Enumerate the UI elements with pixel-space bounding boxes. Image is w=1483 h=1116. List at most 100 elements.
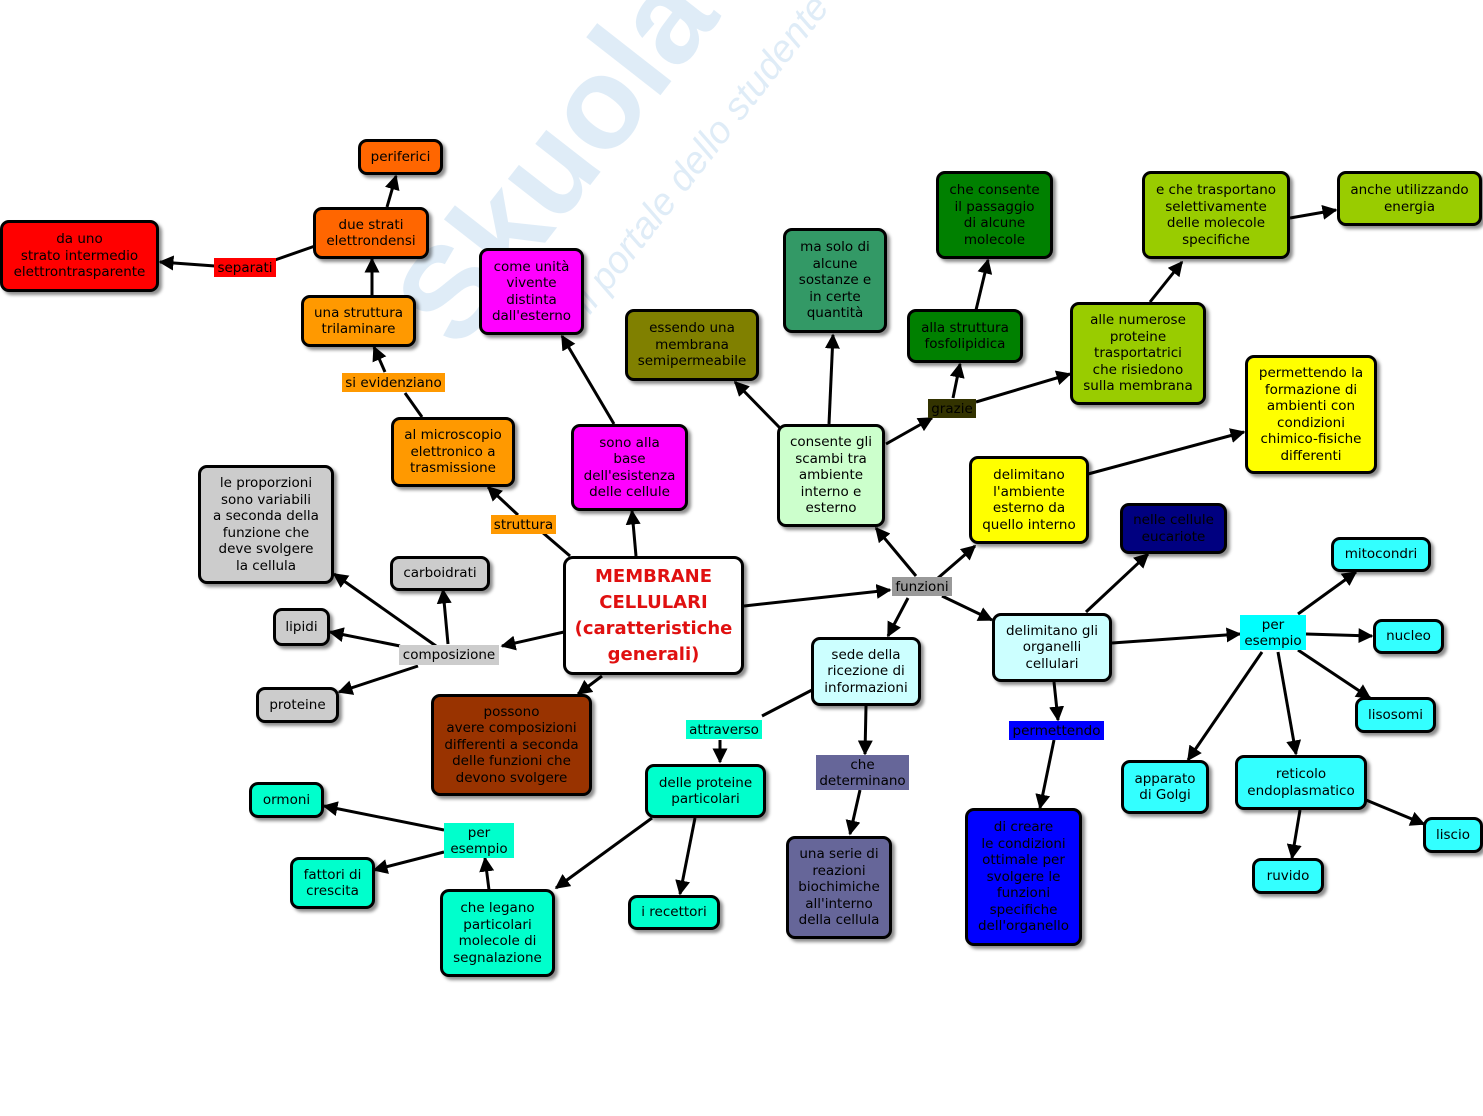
concept-energia[interactable]: anche utilizzando energia — [1337, 171, 1482, 226]
edge-fosfolipidica-passaggio — [974, 258, 993, 311]
concept-liscio[interactable]: liscio — [1423, 817, 1483, 853]
edge-determinano-reazioni — [845, 789, 862, 836]
link-composizione: composizione — [399, 645, 499, 665]
edge-funzioni-organelli — [941, 594, 994, 622]
edge-duestrati-periferici — [385, 174, 400, 208]
edge-peresempio-golgi — [1186, 651, 1264, 762]
edge-separati-strato — [158, 255, 216, 271]
edge-composizione-carboidrati — [436, 588, 452, 645]
concept-nucleo[interactable]: nucleo — [1373, 619, 1444, 654]
concept-formazione-ambienti[interactable]: permettendo la formazione di ambienti co… — [1245, 355, 1377, 474]
edge-grazie-fosfolipidica — [949, 362, 965, 399]
concept-periferici[interactable]: periferici — [358, 139, 443, 175]
edge-peresempio-nucleo — [1305, 628, 1374, 644]
concept-membrane-cellulari[interactable]: MEMBRANE CELLULARI (caratteristiche gene… — [563, 556, 744, 675]
concept-sostanze[interactable]: ma solo di alcune sostanze e in certe qu… — [783, 228, 887, 333]
edge-funzioni-scambi — [874, 526, 918, 577]
edge-ricezione-determinano — [857, 705, 873, 756]
concept-passaggio[interactable]: che consente il passaggio di alcune mole… — [936, 171, 1053, 259]
concept-carboidrati[interactable]: carboidrati — [390, 556, 490, 591]
concept-delimitano-ambiente[interactable]: delimitano l'ambiente esterno da quello … — [969, 456, 1089, 544]
concept-semipermeabile[interactable]: essendo una membrana semipermeabile — [625, 309, 759, 381]
edge-evidenziano-trilaminare — [372, 345, 387, 373]
concept-proteine-trasportatrici[interactable]: alle numerose proteine trasportatrici ch… — [1070, 302, 1206, 405]
edge-trasportano-energia — [1289, 204, 1338, 220]
edge-center-composizione — [500, 630, 565, 651]
link-struttura: struttura — [491, 515, 556, 534]
edge-funzioni-ricezione — [886, 597, 910, 638]
edge-peresempio-lisosomi — [1297, 648, 1372, 700]
link-che-determinano: che determinano — [816, 755, 909, 790]
edge-scambi-grazie — [885, 416, 934, 446]
edge-scambi-semipermeabile — [733, 380, 782, 430]
edge-center-struttura — [541, 530, 571, 558]
concept-lipidi[interactable]: lipidi — [273, 608, 330, 646]
concept-fosfolipidica[interactable]: alla struttura fosfolipidica — [907, 309, 1023, 363]
concept-legano[interactable]: che legano particolari molecole di segna… — [440, 889, 555, 977]
edge-organelli-permettendo — [1049, 681, 1065, 722]
concept-reazioni[interactable]: una serie di reazioni biochimiche all'in… — [786, 836, 892, 939]
concept-microscopio[interactable]: al microscopio elettronico a trasmission… — [391, 417, 515, 487]
edge-microscopio-evidenziano — [403, 392, 424, 418]
concept-organelli[interactable]: delimitano gli organelli cellulari — [992, 613, 1112, 682]
edge-reticolo-liscio — [1365, 798, 1426, 826]
concept-recettori[interactable]: i recettori — [628, 895, 720, 930]
concept-proteine-particolari[interactable]: delle proteine particolari — [645, 764, 766, 818]
link-si-evidenziano: si evidenziano — [342, 373, 445, 392]
edge-organelli-peresempio — [1111, 627, 1242, 645]
edge-scambi-sostanze — [824, 333, 840, 425]
edge-center-base — [625, 509, 641, 557]
edge-ricezione-attraverso — [761, 688, 813, 718]
concept-scambi[interactable]: consente gli scambi tra ambiente interno… — [777, 424, 885, 527]
edge-permettendo-condizioni — [1035, 739, 1056, 810]
edge-reticolo-ruvido — [1286, 809, 1302, 860]
edge-trasportatrici-trasportano — [1148, 260, 1184, 303]
concept-lisosomi[interactable]: lisosomi — [1355, 697, 1436, 733]
edge-grazie-trasportatrici — [975, 370, 1072, 404]
edge-composizione-proteine — [337, 664, 419, 695]
concept-mitocondri[interactable]: mitocondri — [1331, 537, 1431, 572]
edge-legano-peresempio — [479, 856, 495, 891]
edge-funzioni-delimitano — [937, 544, 977, 580]
link-attraverso: attraverso — [686, 720, 762, 739]
edge-duestrati-separati — [274, 244, 316, 262]
link-grazie: grazie — [928, 399, 976, 418]
edge-organelli-eucariote — [1084, 552, 1150, 614]
concept-proporzioni[interactable]: le proporzioni sono variabili a seconda … — [198, 465, 334, 584]
concept-fattori-crescita[interactable]: fattori di crescita — [290, 857, 375, 909]
concept-ruvido[interactable]: ruvido — [1252, 858, 1324, 894]
edge-struttura-microscopio — [486, 485, 520, 517]
link-per-esempio-organelli: per esempio — [1240, 615, 1306, 650]
concept-golgi[interactable]: apparato di Golgi — [1121, 760, 1209, 814]
link-funzioni: funzioni — [892, 577, 952, 596]
concept-unita-vivente[interactable]: come unità vivente distinta dall'esterno — [479, 248, 584, 335]
concept-ricezione[interactable]: sede della ricezione di informazioni — [811, 637, 921, 706]
link-per-esempio-segnali: per esempio — [444, 823, 514, 858]
edge-peresempio-reticolo — [1276, 651, 1302, 756]
edge-composizione-proporzioni — [332, 572, 437, 648]
concept-strato-intermedio[interactable]: da uno strato intermedio elettrontraspar… — [0, 220, 159, 292]
edge-peresempio-fattori — [372, 850, 445, 874]
concept-reticolo[interactable]: reticolo endoplasmatico — [1235, 755, 1367, 810]
link-permettendo: permettendo — [1009, 721, 1104, 740]
concept-due-strati[interactable]: due strati elettrondensi — [313, 207, 429, 259]
concept-trasportano[interactable]: e che trasportano selettivamente delle m… — [1142, 171, 1290, 259]
concept-struttura-trilaminare[interactable]: una struttura trilaminare — [301, 295, 416, 347]
concept-base-esistenza[interactable]: sono alla base dell'esistenza delle cell… — [571, 424, 688, 511]
edge-center-composizioni — [576, 674, 603, 696]
edge-composizione-lipidi — [328, 627, 401, 648]
edge-peresempio-mitocondri — [1297, 570, 1358, 616]
edge-center-funzioni — [743, 584, 892, 608]
link-separati: separati — [214, 258, 276, 277]
concept-composizioni-differenti[interactable]: possono avere composizioni differenti a … — [431, 694, 592, 796]
edge-peresempio-ormoni — [322, 801, 445, 832]
concept-proteine[interactable]: proteine — [256, 687, 339, 723]
edge-base-unita — [560, 334, 616, 425]
concept-eucariote[interactable]: nelle cellule eucariote — [1120, 503, 1227, 554]
edge-proteine-legano — [554, 816, 653, 890]
concept-condizioni-ottimali[interactable]: di creare le condizioni ottimale per svo… — [965, 808, 1082, 946]
edge-proteine-recettori — [675, 817, 697, 896]
edge-delimitano-formazione — [1087, 428, 1246, 476]
concept-ormoni[interactable]: ormoni — [249, 782, 324, 818]
